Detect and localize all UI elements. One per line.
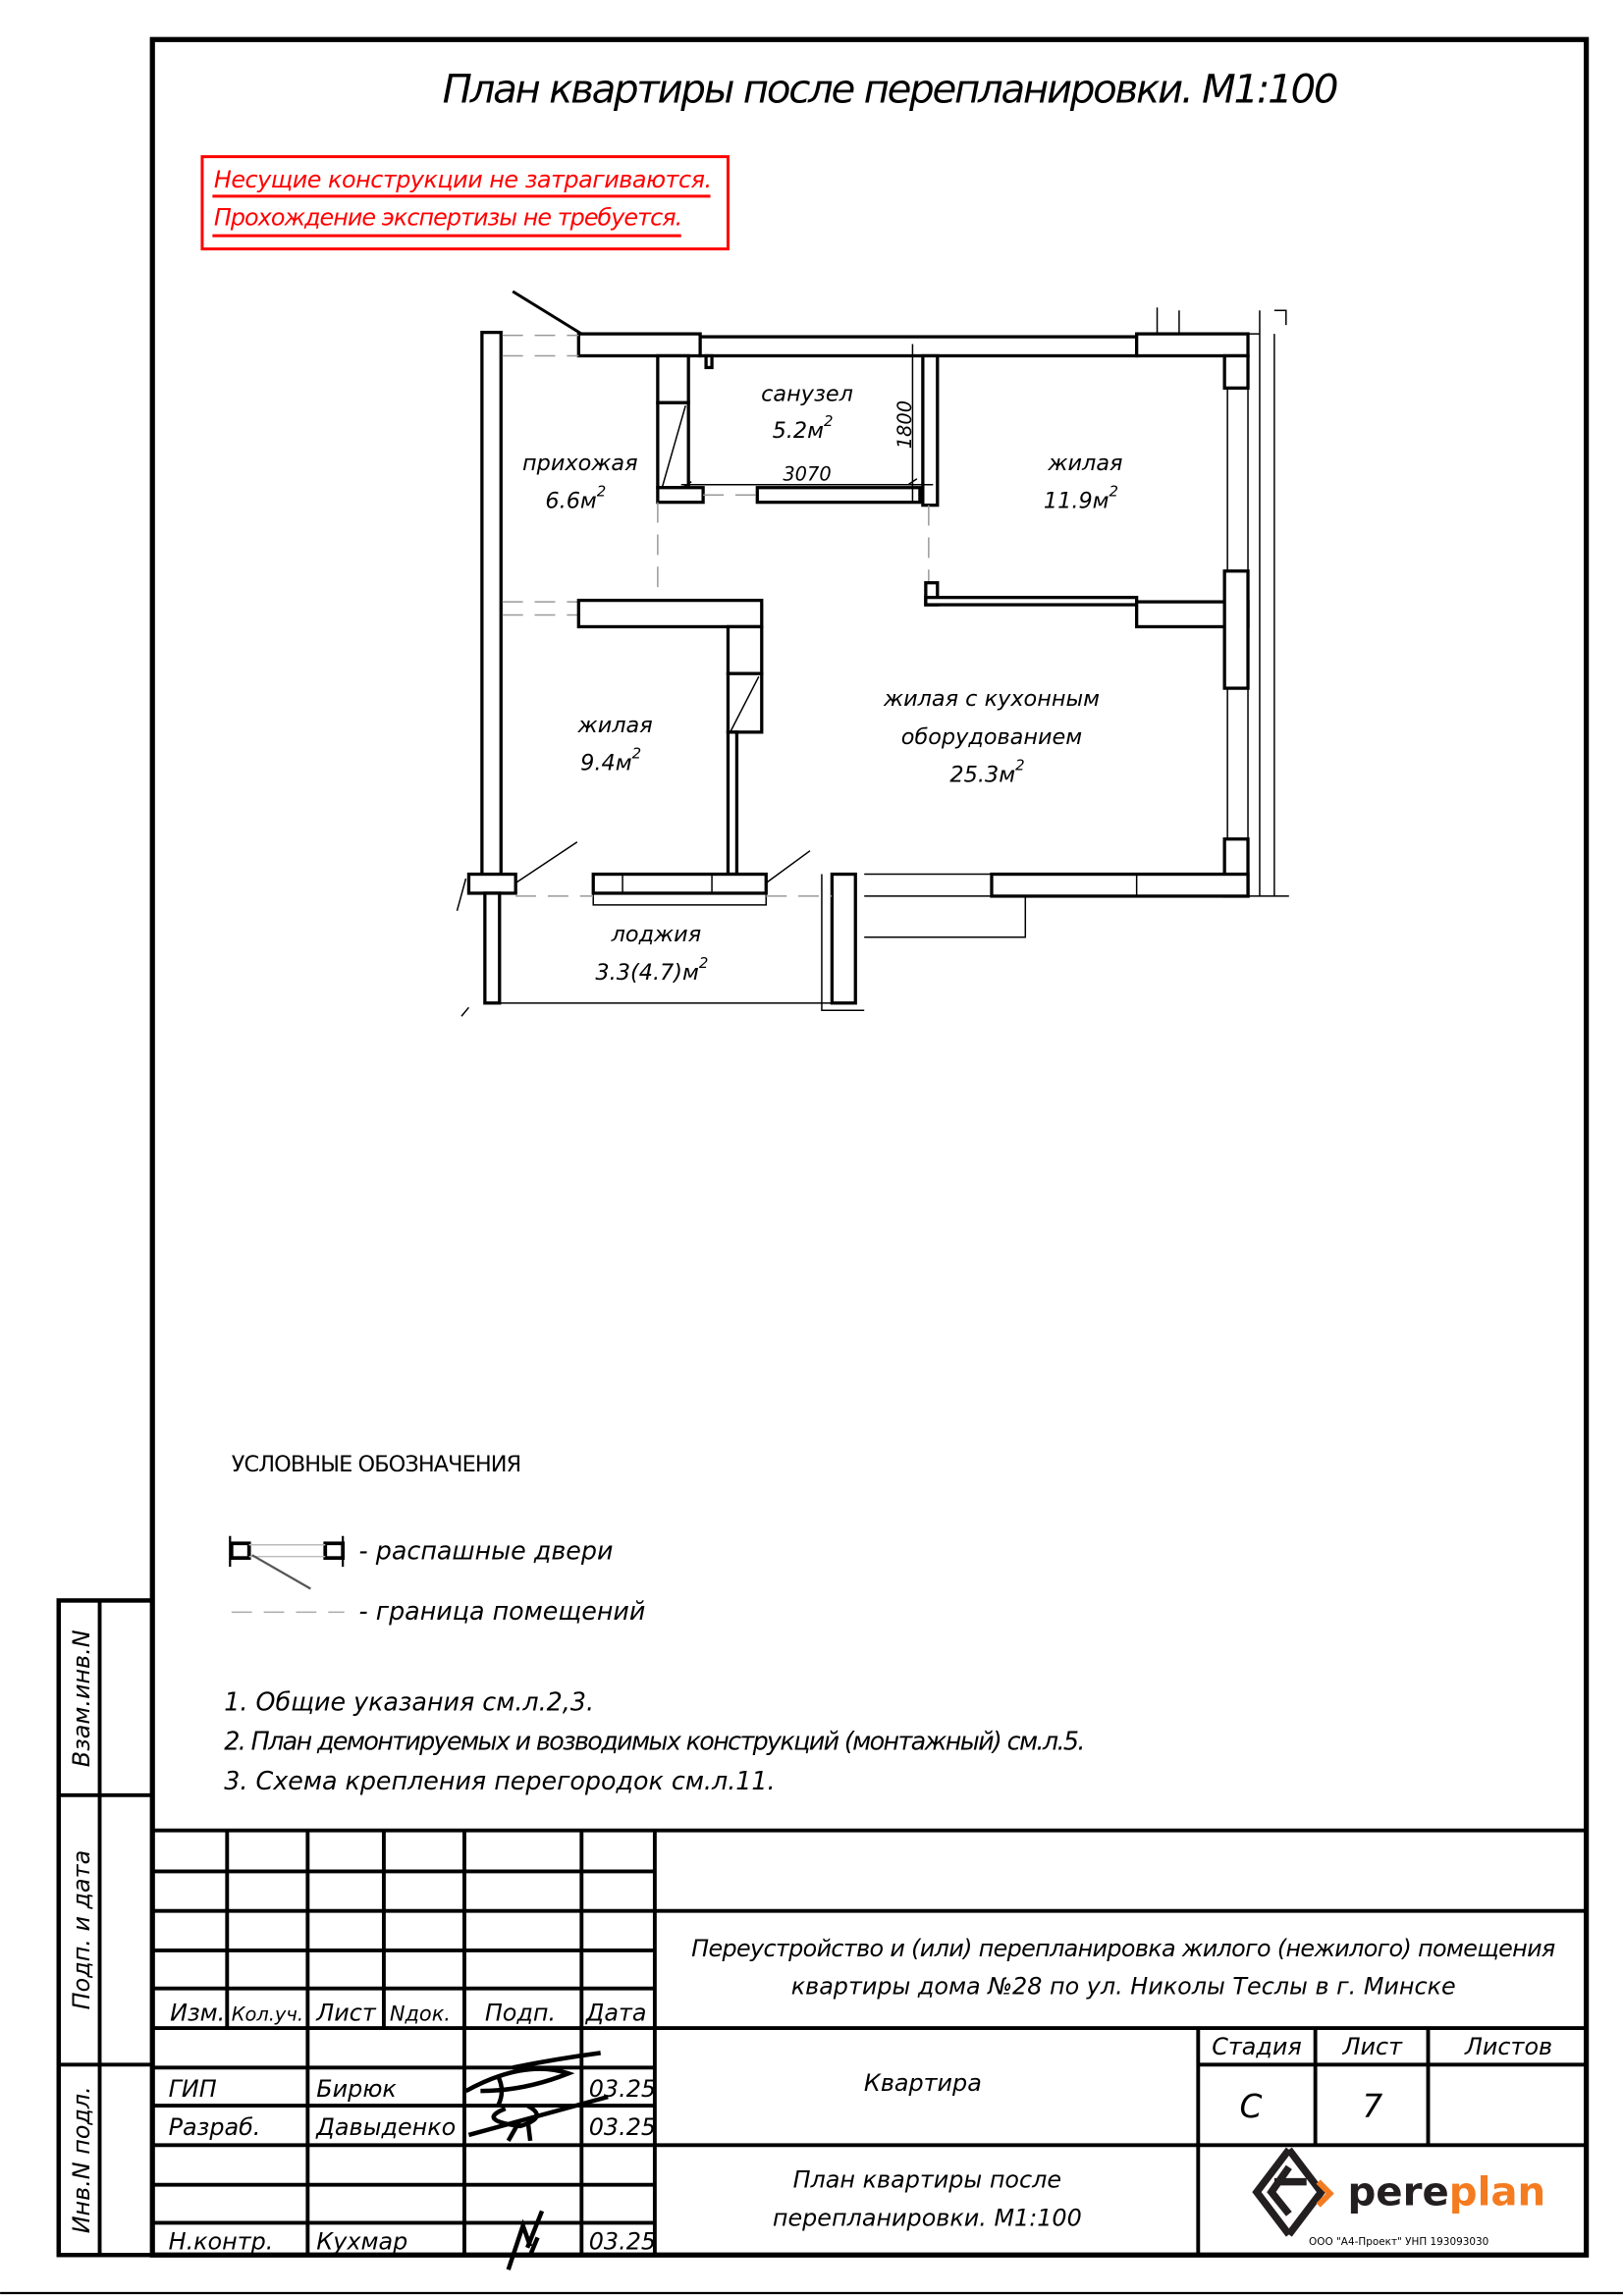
title-block: Изм. Кол.уч. Лист Nдок. Подп. Дата ГИП Б… [152,1828,1587,2270]
legend: УСЛОВНЫЕ ОБОЗНАЧЕНИЯ - распашные двери -… [229,1452,646,1626]
project-line-1: Переустройство и (или) перепланировка жи… [691,1935,1555,1962]
room-area-bathroom: 5.2м2 [773,412,834,444]
room-area-loggia: 3.3(4.7)м2 [595,954,708,986]
legend-title: УСЛОВНЫЕ ОБОЗНАЧЕНИЯ [232,1452,521,1477]
signature-gip [464,2051,601,2108]
notice-line-1: Несущие конструкции не затрагиваются. [214,166,712,193]
dimension-height: 1800 [893,400,916,449]
room-name-loggia: лоджия [611,922,702,947]
side-label-replacement: Взам.инв.N [68,1629,95,1767]
room-name-bedroom-2: жилая [577,713,653,738]
sheet-frame [149,36,1590,2258]
note-1: 1. Общие указания см.л.2,3. [224,1686,594,1716]
header-sheet: Лист [315,2000,377,2027]
signer-role-control: Н.контр. [169,2227,274,2255]
room-name-hallway: прихожая [522,451,638,476]
header-signature: Подп. [485,2000,556,2027]
logo-text: pereplan [1347,2170,1545,2216]
sheet-title: План квартиры после перепланировки. М1:1… [443,67,1339,112]
legend-item-doors: - распашные двери [359,1536,614,1566]
logo-mark-icon [1252,2147,1326,2237]
notice-line-2: Прохождение экспертизы не требуется. [214,204,682,232]
note-3: 3. Схема крепления перегородок см.л.11. [224,1766,775,1795]
signer-role-gip: ГИП [169,2075,217,2103]
room-name-kitchen-living-1: жилая с кухонным [883,686,1100,712]
room-name-bedroom-1: жилая [1047,451,1122,476]
signature-control [506,2210,545,2270]
signature-developer [467,2094,609,2142]
header-docno: Nдок. [390,2002,451,2026]
header-count: Кол.уч. [232,2003,303,2026]
room-area-kitchen-living: 25.3м2 [949,757,1024,788]
side-label-original-inv: Инв.N подл. [68,2086,95,2233]
signer-name-gip: Бирюк [316,2075,397,2103]
dimension-width: 3070 [783,462,831,485]
pereplan-logo: pereplan ООО "А4-Проект" УНП 193093030 [1252,2147,1545,2248]
signer-role-developer: Разраб. [169,2113,261,2141]
sheets-total-header: Листов [1464,2033,1552,2060]
note-2: 2. План демонтируемых и возводимых конст… [224,1727,1085,1756]
signer-date-developer: 03.25 [589,2113,656,2141]
signer-name-developer: Давыденко [315,2113,456,2141]
sheet-header: Лист [1342,2033,1404,2060]
logo-caption: ООО "А4-Проект" УНП 193093030 [1309,2236,1488,2248]
side-label-signature-date: Подп. и дата [68,1850,95,2010]
signer-date-control: 03.25 [589,2227,656,2255]
drawing-title-line-2: перепланировки. М1:100 [773,2204,1082,2231]
room-area-hallway: 6.6м2 [545,483,606,514]
door-symbol-icon [229,1535,346,1590]
entry-door-swing [512,290,583,336]
header-date: Дата [585,2000,647,2027]
object-name: Квартира [864,2069,982,2097]
room-area-bedroom-1: 11.9м2 [1044,483,1118,514]
room-area-bedroom-2: 9.4м2 [580,745,641,776]
signer-name-control: Кухмар [316,2227,407,2255]
legend-item-boundary: - граница помещений [359,1596,646,1626]
project-line-2: квартиры дома №28 по ул. Николы Теслы в … [791,1973,1456,2001]
room-name-bathroom: санузел [761,382,853,407]
notice-box: Несущие конструкции не затрагиваются. Пр… [200,155,730,251]
side-strip: Взам.инв.N Подп. и дата Инв.N подл. [56,1598,155,2258]
stage-value: С [1240,2088,1263,2125]
header-change: Изм. [170,2000,225,2027]
sheet-number: 7 [1362,2088,1382,2125]
room-name-kitchen-living-2: оборудованием [901,724,1082,750]
drawing-title-line-1: План квартиры после [793,2166,1061,2194]
floor-plan: 3070 1800 прихожая 6.6м2 санузел 5. [456,290,1289,1017]
stage-header: Стадия [1212,2033,1302,2060]
